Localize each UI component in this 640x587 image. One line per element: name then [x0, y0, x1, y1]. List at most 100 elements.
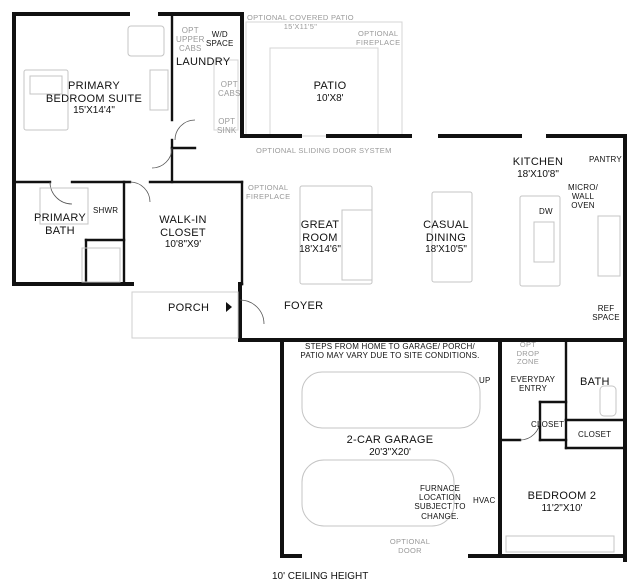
opt-drop-zone-line-2: DROP [516, 348, 540, 358]
closet-left-label: CLOSET [531, 420, 565, 429]
micro-wall-oven-label: MICRO/ WALL OVEN [568, 183, 598, 211]
furnace-note-line-2: LOCATION [419, 493, 461, 503]
optional-covered-patio-label: OPTIONAL COVERED PATIO 15'X11'5" [247, 13, 354, 31]
up-label: UP [479, 376, 491, 385]
opt-cabs-label: OPT CABS [218, 80, 241, 98]
everyday-entry-label: EVERYDAY ENTRY [511, 375, 555, 393]
furnace-note-line-1: FURNACE [419, 484, 461, 493]
optional-patio-outline [245, 21, 403, 137]
wd-space-line-2: SPACE [206, 39, 234, 49]
patio-dim: 10'X8' [316, 92, 344, 104]
closet-right-label: CLOSET [578, 430, 612, 439]
walk-in-closet-name-2: CLOSET [160, 226, 206, 239]
ceiling-height-note: 10' CEILING HEIGHT [272, 571, 369, 582]
casual-dining-dim: 18'X10'5" [425, 244, 467, 256]
bath-label: BATH [580, 376, 610, 388]
opt-sink-line-2: SINK [217, 126, 237, 136]
great-room-name-1: GREAT [300, 219, 340, 231]
primary-bedroom-dim: 15'X14'4" [73, 105, 115, 117]
entry-arrow [226, 302, 232, 312]
casual-dining-name-1: CASUAL [423, 219, 469, 231]
bedroom-2-name: BEDROOM 2 [527, 490, 597, 502]
kitchen-name: KITCHEN [512, 156, 564, 168]
everyday-entry-line-1: EVERYDAY [510, 375, 556, 384]
furnace-note-line-3: SUBJECT TO [414, 502, 466, 512]
primary-bedroom-name-2: BEDROOM SUITE [45, 92, 143, 105]
primary-bath-name-1: PRIMARY [33, 212, 87, 224]
opt-cabs-line-1: OPT [220, 80, 238, 89]
ref-space-label: REF SPACE [592, 304, 620, 322]
walk-in-closet-dim: 10'8"X9' [164, 239, 202, 251]
opt-cabinet-outline [213, 59, 239, 131]
dishwasher-label: DW [539, 207, 553, 216]
great-room-dim: 18'X14'6" [299, 244, 341, 256]
primary-bath-name-2: BATH [45, 224, 75, 237]
ref-space-line-2: SPACE [592, 313, 620, 323]
patio-name: PATIO [313, 80, 347, 92]
optional-fireplace-great-line-2: FIREPLACE [246, 191, 291, 201]
door-swings [49, 119, 541, 441]
casual-dining-name-2: DINING [425, 231, 467, 244]
interior-walls [12, 12, 627, 450]
opt-drop-zone-line-1: OPT [519, 340, 537, 349]
optional-fireplace-great-line-1: OPTIONAL [248, 183, 289, 192]
primary-bath-label: PRIMARY BATH [34, 212, 86, 237]
optional-covered-patio-dim: 15'X11'5" [283, 21, 318, 31]
garage-steps-note: STEPS FROM HOME TO GARAGE/ PORCH/ PATIO … [300, 342, 479, 360]
wd-space-label: W/D SPACE [206, 30, 234, 48]
garage-label: 2-CAR GARAGE 20'3"X20' [347, 434, 434, 458]
foyer-label: FOYER [284, 300, 324, 312]
opt-drop-zone-line-3: ZONE [516, 357, 540, 367]
great-room-name-2: ROOM [302, 231, 338, 244]
walk-in-closet-name-1: WALK-IN [159, 214, 207, 226]
hvac-label: HVAC [473, 496, 496, 505]
optional-fireplace-patio-line-1: OPTIONAL [358, 29, 399, 38]
optional-fireplace-patio-label: OPTIONAL FIREPLACE [356, 29, 401, 47]
pantry-label: PANTRY [589, 155, 622, 164]
wd-space-line-1: W/D [211, 30, 228, 39]
furniture [23, 25, 621, 553]
laundry-label: LAUNDRY [176, 56, 231, 68]
shower-label: SHWR [93, 206, 119, 215]
garage-name: 2-CAR GARAGE [346, 434, 434, 446]
furnace-note: FURNACE LOCATION SUBJECT TO CHANGE. [414, 484, 465, 521]
bedroom-2-dim: 11'2"X10' [541, 502, 583, 514]
bedroom-2-label: BEDROOM 2 11'2"X10' [528, 490, 597, 514]
opt-sink-line-1: OPT [218, 117, 236, 126]
porch-label: PORCH [168, 302, 210, 314]
primary-bedroom-name-1: PRIMARY [67, 80, 121, 92]
primary-bedroom-label: PRIMARY BEDROOM SUITE 15'X14'4" [46, 80, 142, 117]
optional-door-label: OPTIONAL DOOR [389, 537, 431, 555]
opt-upper-cabs-label: OPT UPPER CABS [176, 26, 205, 54]
garage-dim: 20'3"X20' [369, 446, 411, 458]
garage-steps-note-line-1: STEPS FROM HOME TO GARAGE/ PORCH/ [305, 342, 475, 351]
casual-dining-label: CASUAL DINING 18'X10'5" [423, 219, 469, 256]
micro-wall-oven-line-1: MICRO/ [567, 183, 599, 192]
optional-covered-patio-title: OPTIONAL COVERED PATIO [247, 13, 354, 22]
opt-upper-cabs-line-1: OPT [181, 26, 199, 35]
great-room-label: GREAT ROOM 18'X14'6" [299, 219, 341, 256]
optional-sliding-door-label: OPTIONAL SLIDING DOOR SYSTEM [256, 146, 392, 155]
furnace-note-line-4: CHANGE. [421, 511, 459, 521]
opt-cabs-line-2: CABS [218, 89, 241, 99]
optional-fireplace-patio-line-2: FIREPLACE [356, 37, 401, 47]
walk-in-closet-label: WALK-IN CLOSET 10'8"X9' [159, 214, 207, 251]
ref-space-line-1: REF [597, 304, 615, 313]
exterior-walls [12, 12, 627, 562]
micro-wall-oven-line-2: WALL [571, 192, 595, 202]
patio-label: PATIO 10'X8' [314, 80, 347, 104]
opt-upper-cabs-line-3: CABS [178, 44, 202, 54]
opt-sink-label: OPT SINK [217, 117, 236, 135]
optional-door-line-1: OPTIONAL [389, 537, 431, 546]
micro-wall-oven-line-3: OVEN [571, 201, 595, 211]
kitchen-label: KITCHEN 18'X10'8" [513, 156, 563, 180]
optional-fireplace-great-label: OPTIONAL FIREPLACE [246, 183, 291, 201]
optional-door-line-2: DOOR [398, 545, 422, 555]
kitchen-dim: 18'X10'8" [517, 168, 559, 180]
opt-drop-zone-label: OPT DROP ZONE [516, 340, 540, 367]
porch-outline [131, 291, 239, 339]
everyday-entry-line-2: ENTRY [519, 384, 547, 394]
opt-upper-cabs-line-2: UPPER [176, 35, 205, 45]
garage-steps-note-line-2: PATIO MAY VARY DUE TO SITE CONDITIONS. [300, 351, 480, 361]
